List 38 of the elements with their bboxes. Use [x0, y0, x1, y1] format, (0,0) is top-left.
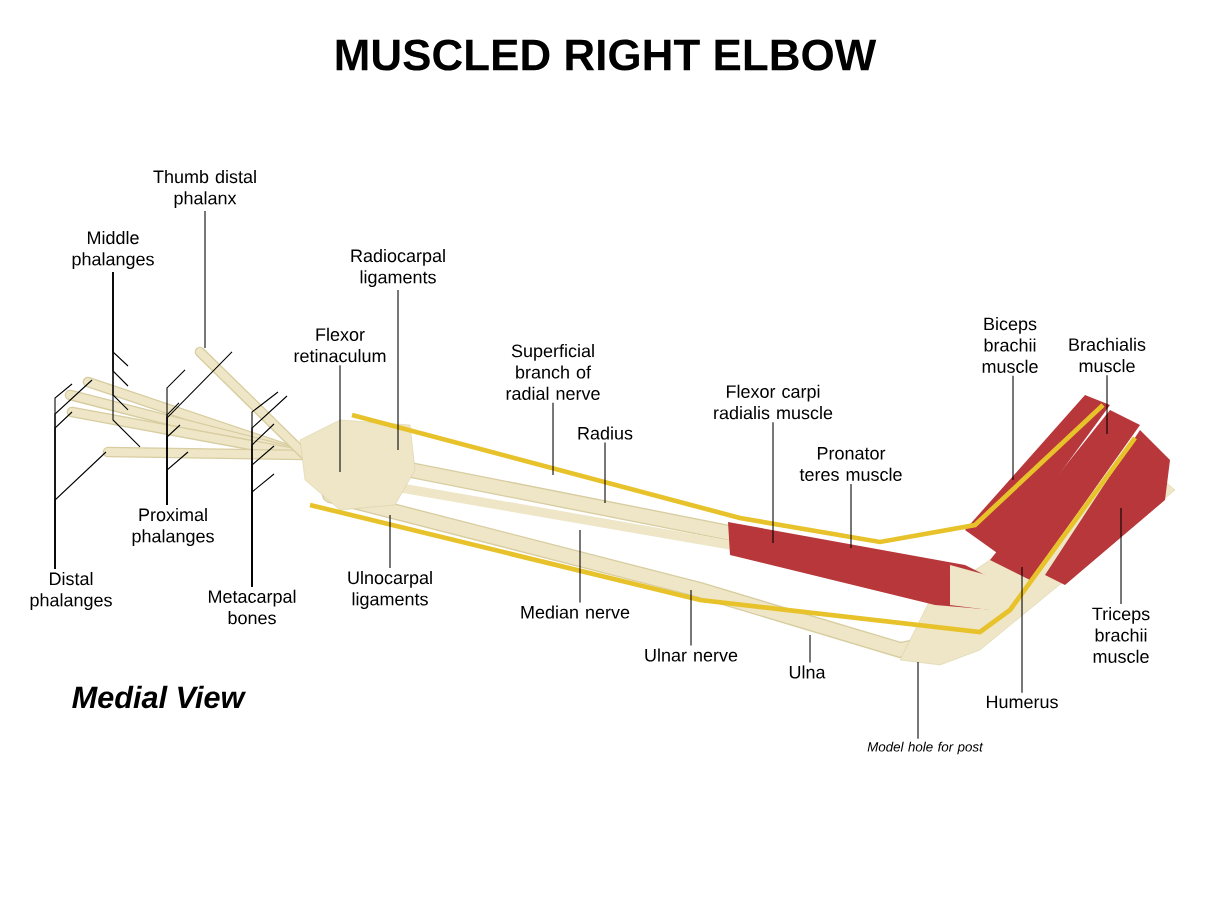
part-label: Proximal phalanges [132, 507, 214, 547]
leader-line [850, 483, 852, 549]
part-label: Model hole for post [867, 741, 984, 755]
part-label: Ulna [789, 665, 826, 679]
leader-line [604, 442, 606, 504]
leader-line [112, 271, 141, 448]
leader-line [166, 451, 189, 506]
leader-line [1120, 507, 1122, 605]
part-label: Radiocarpal ligaments [351, 248, 445, 288]
part-label: Superficial branch of radial nerve [506, 344, 600, 400]
part-label: Brachialis muscle [1069, 337, 1146, 373]
leader-line [1021, 566, 1023, 694]
title: MUSCLED RIGHT ELBOW [336, 39, 877, 71]
part-label: Biceps brachii muscle [982, 317, 1038, 373]
part-label: Ulnocarpal ligaments [348, 570, 432, 610]
leader-line [552, 402, 554, 476]
view-caption: Medial View [72, 685, 246, 709]
part-label: Distal phalanges [30, 571, 112, 611]
leader-line [204, 210, 206, 349]
leader-line [397, 289, 399, 451]
leader-line [339, 364, 341, 473]
part-label: Triceps brachii muscle [1092, 607, 1150, 663]
leader-line [772, 421, 774, 544]
part-label: Flexor carpi radialis muscle [714, 384, 833, 420]
part-label: Middle phalanges [72, 230, 154, 270]
part-label: Radius [578, 426, 633, 440]
part-label: Pronator teres muscle [799, 447, 902, 481]
part-label: Median nerve [521, 605, 630, 619]
leader-line [1106, 374, 1108, 435]
part-label: Metacarpal bones [208, 589, 296, 625]
part-label: Thumb distal phalanx [153, 169, 256, 209]
leader-line [389, 514, 391, 569]
part-label: Humerus [987, 695, 1058, 709]
part-label: Ulnar nerve [645, 648, 738, 662]
leader-line [251, 473, 275, 588]
leader-line [690, 589, 692, 646]
part-label: Flexor retinaculum [294, 327, 386, 363]
leader-line [54, 451, 107, 570]
